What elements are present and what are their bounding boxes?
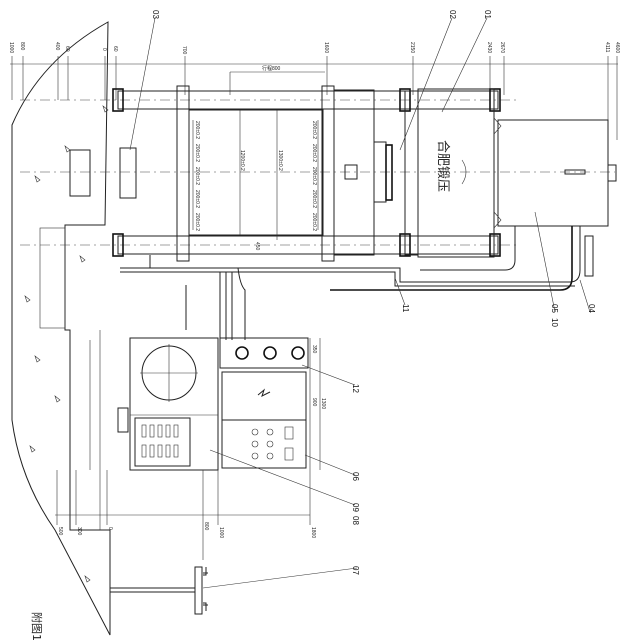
top-dimension-chain: 1000 800 400 60 0 60 700 1600 2150 2430 … [8,42,620,140]
part-label-12: 12 [351,384,360,393]
cabinet-dim: 1300 [320,398,326,409]
part-label-10: 10 [550,318,559,327]
part-label-07: 07 [351,566,360,575]
foundation-section [11,21,111,636]
slot-dimension: 200±0.2 [311,213,317,231]
dim-label: 300 [76,527,82,536]
leader-lines [129,17,591,589]
machine-brand: 合肥锻压 [435,140,450,192]
part-label-01: 01 [483,10,492,19]
slot-dimension: 200±0.2 [194,213,200,231]
dim-label: 400 [54,42,60,51]
dim-label: 800 [203,522,209,531]
dim-label: 60 [64,46,70,52]
dim-label: 1800 [310,527,316,538]
dim-label: 700 [181,46,187,55]
dim-label: 0 [101,48,107,51]
slot-dimension: 200±0.2 [311,167,317,185]
dim-label: 500 [57,527,63,536]
drawing-caption: 附图1 [30,612,44,641]
slot-dimension: 200±0.2 [194,144,200,162]
dim-label: 4600 [614,42,620,53]
part-label-09: 09 [351,503,360,512]
part-label-08: 08 [351,516,360,525]
slot-dimension: 200±0.2 [311,121,317,139]
slot-dimension: 200±0.2 [311,144,317,162]
daylight-dimension: 1200±0.2 [239,150,245,171]
part-label-02: 02 [448,10,457,19]
slot-dimension: 200±0.2 [311,190,317,208]
svg-text:合肥锻压: 合肥锻压 [435,140,450,192]
daylight-dimension: 1300±0.2 [277,150,283,171]
part-label-05: 05 [550,304,559,313]
dim-label: 800 [19,42,25,51]
dim-label: 2430 [486,42,492,53]
part-label-04: 04 [587,304,596,313]
dim-label: 0 [107,527,113,530]
part-label-03: 03 [151,10,160,19]
dim-label: 60 [112,46,118,52]
electrical-cabinet: 350 900 1300 [219,337,326,470]
hydraulic-power-unit [117,337,219,471]
slot-dimension: 200±0.2 [194,167,200,185]
stroke-dimension: 行程800 [262,65,281,72]
dim-label: 1600 [323,42,329,53]
dim-label: 2670 [499,42,505,53]
cabinet-dim: 900 [311,398,317,407]
part-label-06: 06 [351,472,360,481]
slot-dimension: 200±0.2 [194,190,200,208]
cabinet-dim: 350 [311,345,317,354]
dim-label: 4111 [604,42,610,53]
dim-label: 1000 [218,527,224,538]
part-label-11: 11 [401,304,410,313]
dim-label: 1000 [8,42,14,53]
part-labels: 03 02 01 04 05 10 11 12 06 09 08 07 [151,10,596,575]
dim-label: 2150 [409,42,415,53]
high-voltage-icon [257,388,271,397]
press-frame: 行程800 1200±0.2 1300±0.2 450 200±0.2 200±… [20,65,617,340]
slot-dimension: 200±0.2 [194,121,200,139]
bottom-dimension-chain: 500 300 0 800 1000 1800 [55,470,316,615]
small-dimension: 450 [254,242,260,251]
